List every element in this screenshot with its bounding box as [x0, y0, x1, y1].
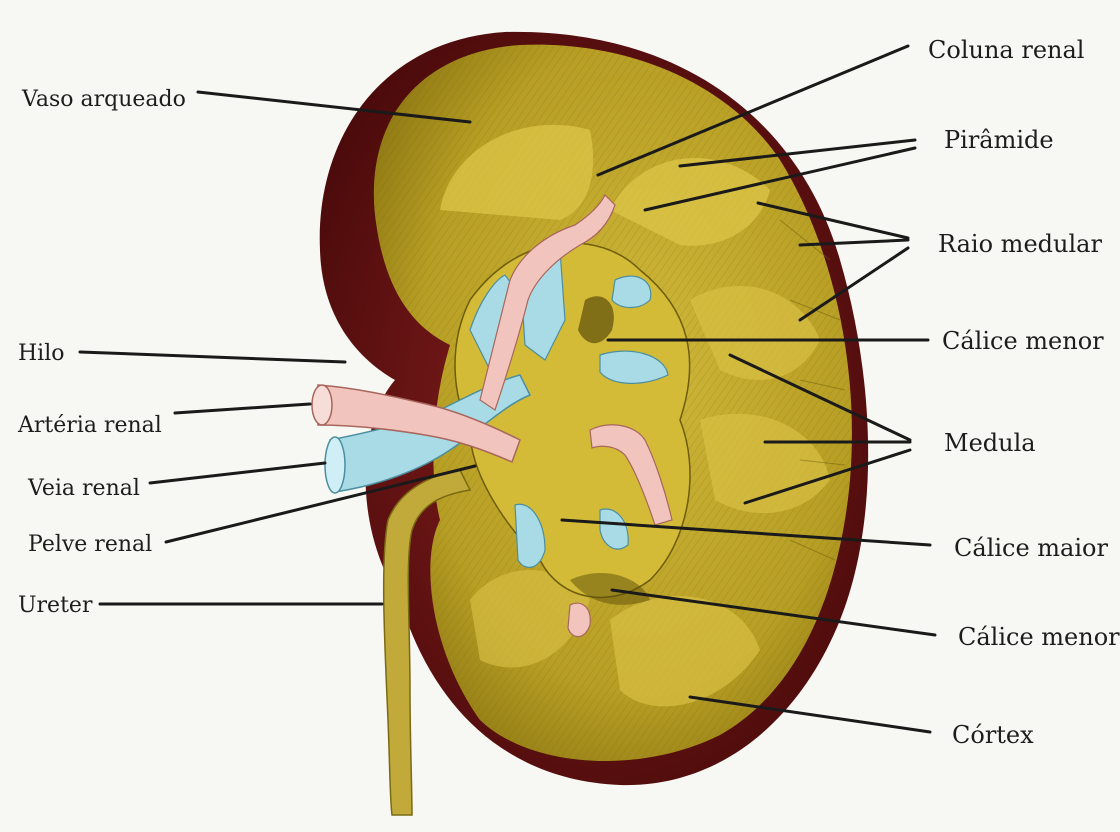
label-arteria-renal: Artéria renal [17, 413, 162, 438]
label-coluna-renal: Coluna renal [928, 36, 1084, 64]
vein-branch-1 [612, 276, 651, 307]
label-vaso-arqueado: Vaso arqueado [21, 87, 186, 112]
label-hilo: Hilo [18, 341, 65, 366]
label-veia-renal: Veia renal [27, 476, 140, 501]
label-raio-medular: Raio medular [938, 230, 1102, 258]
label-calice-menor-top: Cálice menor [942, 327, 1104, 355]
label-ureter: Ureter [18, 593, 93, 618]
artery-branch-small [568, 603, 590, 636]
label-cortex: Córtex [952, 721, 1034, 749]
label-pelve-renal: Pelve renal [28, 532, 152, 557]
label-calice-menor-bottom: Cálice menor [958, 623, 1120, 651]
renal-artery-cut [312, 385, 332, 425]
renal-vein-cut [325, 437, 345, 493]
label-calice-maior: Cálice maior [954, 534, 1108, 562]
label-medula: Medula [944, 429, 1036, 457]
label-piramide: Pirâmide [944, 126, 1054, 154]
